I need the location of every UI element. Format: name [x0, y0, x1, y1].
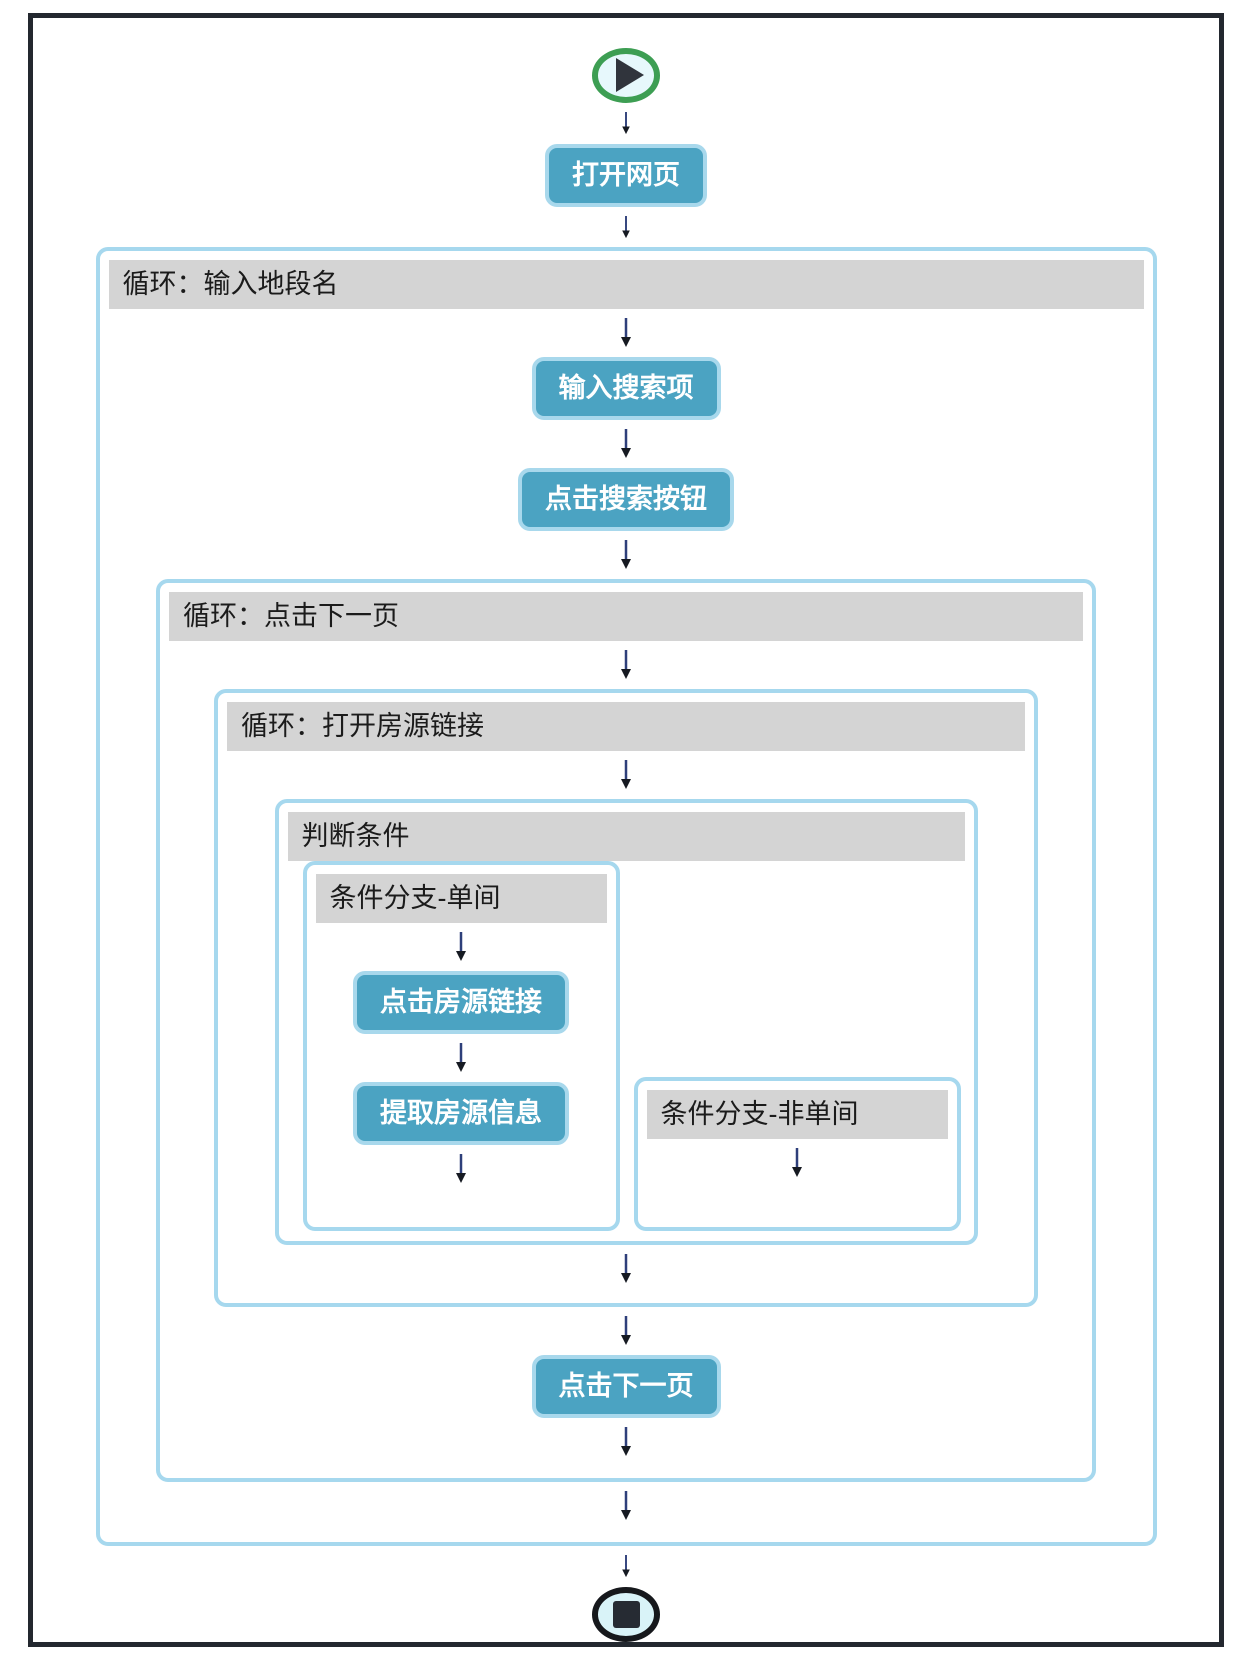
condition-branches: 条件分支-单间 点击房源链接 提取房源信息 条件分支-非单间 [279, 861, 974, 1232]
arrow-down-icon [792, 1148, 802, 1178]
loop-open-listing-container: 循环：打开房源链接 判断条件 条件分支-单间 点击房源链接 提取房源信息 [214, 689, 1038, 1308]
branch-non-single-room-container: 条件分支-非单间 [633, 1077, 961, 1232]
arrow-down-icon [456, 932, 466, 962]
extract-listing-info-node[interactable]: 提取房源信息 [353, 1082, 569, 1146]
condition-container: 判断条件 条件分支-单间 点击房源链接 提取房源信息 [274, 799, 978, 1246]
arrow-down-icon [621, 1427, 631, 1457]
arrow-down-icon [622, 111, 630, 134]
end-node[interactable] [592, 1587, 660, 1642]
arrow-down-icon [621, 318, 631, 348]
arrow-down-icon [621, 760, 631, 790]
loop-input-area-container: 循环：输入地段名 输入搜索项 点击搜索按钮 循环：点击下一页 循环：打开房源链接… [95, 247, 1157, 1547]
arrow-down-icon [621, 1491, 631, 1521]
branch-non-single-room-header[interactable]: 条件分支-非单间 [646, 1090, 948, 1140]
arrow-down-icon [621, 1316, 631, 1346]
arrow-down-icon [622, 215, 630, 238]
branch-single-room-header[interactable]: 条件分支-单间 [315, 874, 607, 924]
condition-header[interactable]: 判断条件 [287, 812, 965, 862]
play-icon [615, 58, 644, 93]
loop-next-page-header[interactable]: 循环：点击下一页 [169, 592, 1083, 642]
arrow-down-icon [456, 1154, 466, 1184]
click-next-page-node[interactable]: 点击下一页 [531, 1355, 721, 1419]
loop-next-page-container: 循环：点击下一页 循环：打开房源链接 判断条件 条件分支-单间 点击房源链接 [156, 579, 1096, 1483]
arrow-down-icon [621, 429, 631, 459]
branch-single-room-container: 条件分支-单间 点击房源链接 提取房源信息 [302, 861, 620, 1232]
arrow-down-icon [621, 540, 631, 570]
start-node[interactable] [592, 48, 660, 103]
click-listing-link-node[interactable]: 点击房源链接 [353, 971, 569, 1035]
arrow-down-icon [621, 650, 631, 680]
arrow-down-icon [621, 1254, 631, 1284]
input-search-node[interactable]: 输入搜索项 [531, 357, 721, 421]
flowchart-canvas: 打开网页 循环：输入地段名 输入搜索项 点击搜索按钮 循环：点击下一页 循环：打… [28, 13, 1224, 1647]
loop-open-listing-header[interactable]: 循环：打开房源链接 [227, 702, 1025, 752]
loop-input-area-header[interactable]: 循环：输入地段名 [108, 260, 1144, 310]
stop-icon [612, 1601, 640, 1629]
open-webpage-node[interactable]: 打开网页 [545, 143, 707, 207]
arrow-down-icon [456, 1043, 466, 1073]
arrow-down-icon [622, 1555, 630, 1578]
click-search-button-node[interactable]: 点击搜索按钮 [518, 468, 734, 532]
